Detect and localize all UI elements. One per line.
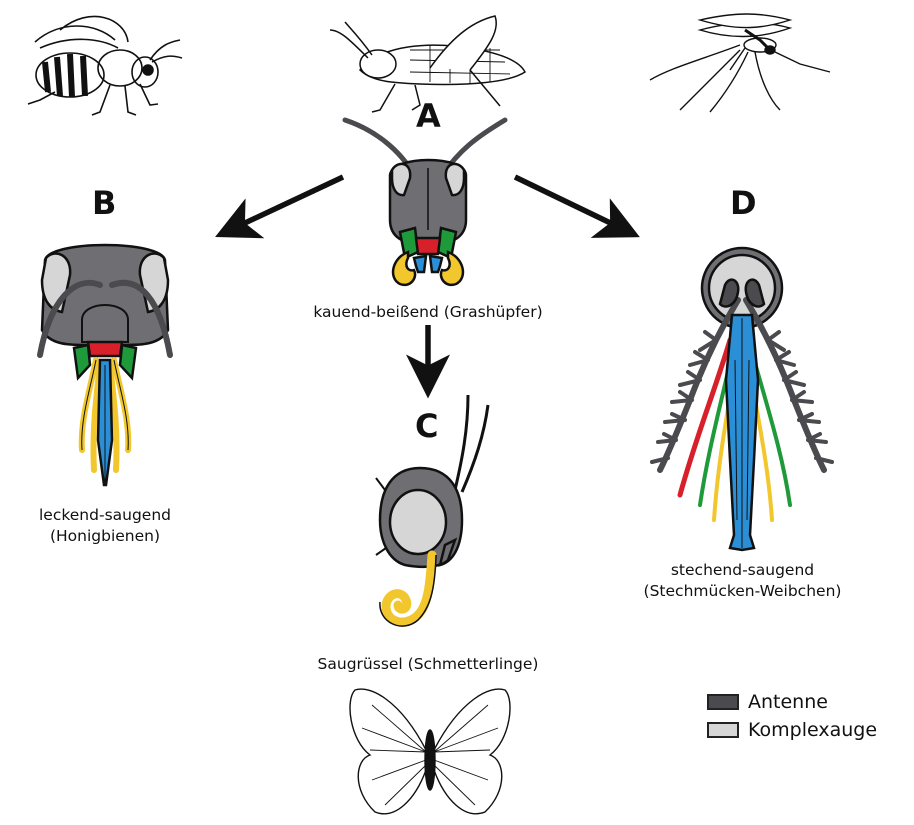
head-b-bee <box>37 243 173 487</box>
caption-d-line1: stechend-saugend <box>670 561 815 579</box>
label-a: A <box>416 97 441 135</box>
caption-d: stechend-saugend (Stechmücken-Weibchen) <box>640 560 845 602</box>
head-d-mosquito <box>650 246 834 552</box>
label-c: C <box>415 407 439 445</box>
caption-b-line2: (Honigbienen) <box>49 527 161 545</box>
label-b: B <box>92 184 117 222</box>
maxilla-a-left <box>391 250 417 287</box>
legend-swatch-compound-eye <box>707 722 739 738</box>
legend-label-compound-eye: Komplexauge <box>748 719 878 741</box>
eye-a-left <box>390 162 412 197</box>
arrow-to-b <box>215 174 345 239</box>
caption-b: leckend-saugend (Honigbienen) <box>20 505 190 547</box>
antenna-b-right <box>109 279 173 358</box>
labrum-b <box>86 340 124 358</box>
antenna-c-1 <box>453 394 470 491</box>
mandible-b-left <box>72 343 92 381</box>
labrum-a <box>414 236 442 256</box>
head-a-grasshopper <box>342 117 508 287</box>
legend-item-compound-eye: Komplexauge <box>707 716 877 744</box>
caption-b-line1: leckend-saugend <box>38 506 171 524</box>
antenna-c-2 <box>460 404 490 493</box>
caption-d-line2: (Stechmücken-Weibchen) <box>643 582 842 600</box>
eye-d <box>707 253 777 323</box>
bee-illustration <box>27 15 183 116</box>
labium-a <box>412 254 444 274</box>
maxilla-a-right <box>439 250 465 287</box>
legend: Antenne Komplexauge <box>707 688 877 744</box>
caption-a: kauend-beißend (Grashüpfer) <box>313 303 543 321</box>
arrow-to-d <box>513 174 640 238</box>
head-c-butterfly <box>375 394 490 627</box>
proboscis-c <box>381 550 437 627</box>
legend-swatch-antenna <box>707 694 739 710</box>
eye-a-right <box>444 162 466 197</box>
arrows <box>215 174 640 399</box>
mandible-b-right <box>118 343 138 381</box>
antenna-b-left <box>37 279 103 358</box>
eye-c <box>388 488 448 556</box>
grasshopper-illustration <box>329 15 526 113</box>
label-d: D <box>730 184 757 222</box>
legend-item-antenna: Antenne <box>707 688 877 716</box>
butterfly-illustration <box>349 688 511 815</box>
legend-label-antenna: Antenne <box>748 691 828 713</box>
mosquito-illustration <box>649 13 831 113</box>
labrum-d <box>677 337 733 498</box>
caption-c: Saugrüssel (Schmetterlinge) <box>317 655 539 673</box>
